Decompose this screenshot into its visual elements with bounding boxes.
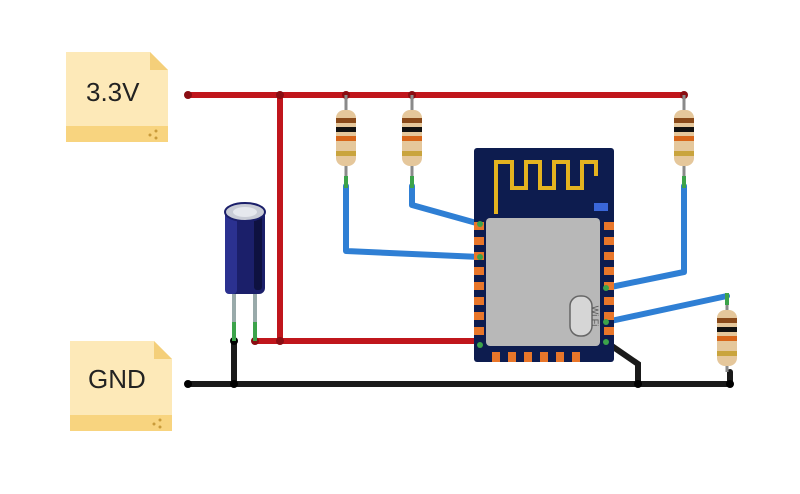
svg-text:Wi Fi: Wi Fi [590, 306, 600, 327]
signal-wires [343, 183, 730, 325]
ground-label-tag: GND [70, 341, 172, 431]
resistor-2 [402, 95, 422, 188]
resistor-1 [336, 95, 356, 188]
power-label-tag: 3.3V [66, 52, 168, 142]
esp-12-wifi-module: Wi Fi [474, 148, 614, 362]
ground-label: GND [88, 364, 146, 394]
power-wires [185, 92, 687, 350]
resistor-4 [717, 293, 737, 372]
antenna-trace [494, 160, 598, 214]
pin-connection-dots [477, 221, 609, 348]
bottom-pin-pads [492, 352, 580, 362]
right-pin-pads [604, 222, 614, 335]
ground-wires [185, 338, 733, 387]
wifi-logo-icon: Wi Fi [569, 295, 600, 337]
electrolytic-capacitor [224, 202, 266, 341]
ground-junctions [184, 337, 734, 388]
power-label: 3.3V [86, 77, 140, 107]
resistor-3 [674, 95, 694, 188]
